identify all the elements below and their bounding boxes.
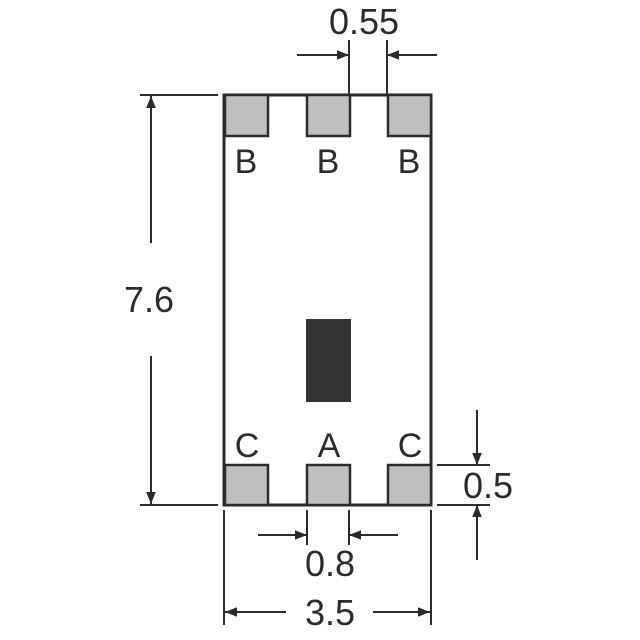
pad-top-left [223,93,270,138]
pin-label-bottom-left: C [235,427,260,465]
pad-top-right [386,93,433,138]
dimension-pad-height: 0.5 [437,410,513,560]
package-body [222,93,433,507]
pin-label-bottom-right: C [398,427,423,465]
svg-text:7.6: 7.6 [124,279,174,320]
dimension-pitch: 0.8 [258,510,398,584]
pin-label-bottom-center: A [318,427,341,465]
dimension-width: 3.5 [223,510,432,633]
svg-text:0.8: 0.8 [305,543,355,584]
svg-text:3.5: 3.5 [305,592,355,633]
dimension-pad-width: 0.55 [297,1,437,94]
svg-text:0.5: 0.5 [463,465,513,506]
pin-label-top-left: B [235,143,258,181]
polarity-marker [306,319,351,402]
pad-bottom-center [305,463,352,507]
svg-text:0.55: 0.55 [329,1,399,42]
dimension-height: 7.6 [124,94,218,506]
pad-bottom-left [223,463,270,507]
pin-label-top-right: B [398,143,421,181]
pad-top-center [305,93,352,138]
pad-bottom-right [386,463,433,507]
pin-label-top-center: B [317,143,340,181]
